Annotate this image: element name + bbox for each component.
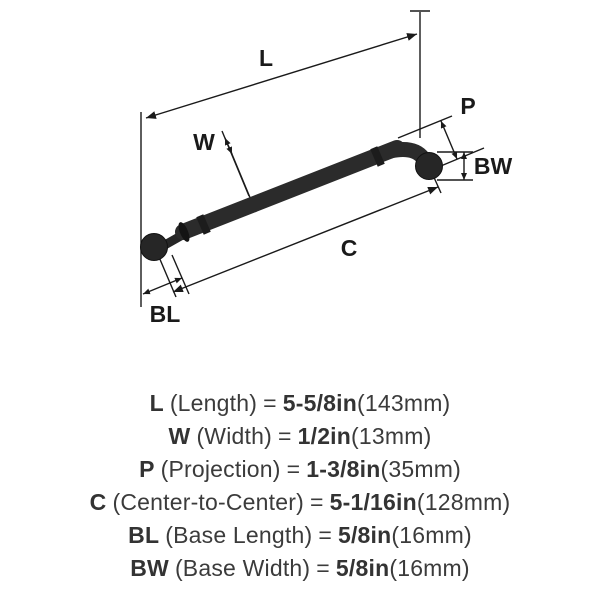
spec-row-length: L (Length) = 5-5/8in(143mm) — [0, 390, 600, 417]
spec-value: 5/8in — [335, 555, 390, 581]
dim-label-center: C — [341, 235, 358, 261]
dim-label-projection: P — [460, 93, 475, 119]
spec-row-center-to-center: C (Center-to-Center) = 5-1/16in(128mm) — [0, 489, 600, 516]
spec-equals: = — [263, 390, 277, 416]
spec-abbr: P — [139, 456, 155, 482]
spec-row-base-width: BW (Base Width) = 5/8in(16mm) — [0, 555, 600, 582]
spec-abbr: BW — [130, 555, 169, 581]
spec-name: (Width) — [196, 423, 272, 449]
spec-name: (Center-to-Center) — [112, 489, 304, 515]
spec-row-base-length: BL (Base Length) = 5/8in(16mm) — [0, 522, 600, 549]
spec-value: 1-3/8in — [306, 456, 381, 482]
spec-metric: (16mm) — [389, 555, 470, 581]
spec-equals: = — [316, 555, 330, 581]
spec-abbr: BL — [128, 522, 160, 548]
spec-equals: = — [286, 456, 301, 482]
spec-equals: = — [318, 522, 332, 548]
spec-name: (Base Width) — [174, 555, 311, 581]
pull-left-base — [140, 233, 168, 261]
spec-equals: = — [277, 423, 292, 449]
spec-row-projection: P (Projection) = 1-3/8in(35mm) — [0, 456, 600, 483]
spec-metric: (143mm) — [357, 390, 451, 416]
pull-collar-right — [370, 146, 385, 167]
spec-value: 5/8in — [337, 522, 392, 548]
width-dimension-arrow — [224, 137, 233, 155]
spec-name: (Base Length) — [165, 522, 313, 548]
base-length-extension-line — [171, 254, 190, 295]
projection-dimension-arrow — [440, 120, 458, 160]
spec-name: (Projection) — [160, 456, 281, 482]
pull-collar-left — [196, 214, 211, 235]
spec-equals: = — [309, 489, 324, 515]
pull-right-base — [415, 152, 443, 180]
dim-label-length: L — [259, 45, 273, 71]
dimension-labels: L W P BW C BL — [150, 45, 513, 327]
projection-extension-line-2 — [435, 147, 485, 169]
dimension-arrows — [142, 33, 467, 295]
spec-abbr: W — [168, 423, 191, 449]
dimension-spec-list: L (Length) = 5-5/8in(143mm) W (Width) = … — [0, 390, 600, 582]
dimension-diagram: L W P BW C BL — [140, 10, 513, 327]
spec-row-width: W (Width) = 1/2in(13mm) — [0, 423, 600, 450]
dim-label-base-width: BW — [474, 153, 513, 179]
spec-value: 5-5/8in — [282, 390, 357, 416]
spec-abbr: L — [149, 390, 164, 416]
center-dimension-arrow — [172, 186, 439, 293]
center-extension-line-left — [158, 256, 177, 298]
spec-metric: (128mm) — [416, 489, 511, 515]
dim-label-base-length: BL — [150, 301, 181, 327]
spec-value: 5-1/16in — [329, 489, 417, 515]
base-length-dimension-arrow — [142, 277, 183, 295]
pull-bar — [175, 140, 405, 240]
spec-metric: (35mm) — [380, 456, 461, 482]
spec-abbr: C — [89, 489, 107, 515]
spec-metric: (13mm) — [351, 423, 432, 449]
spec-metric: (16mm) — [391, 522, 472, 548]
pull-bar-end-cap — [178, 222, 190, 242]
spec-value: 1/2in — [297, 423, 352, 449]
spec-name: (Length) — [169, 390, 258, 416]
length-dimension-arrow — [145, 33, 418, 119]
projection-extension-line-1 — [397, 115, 453, 139]
cabinet-pull-illustration — [140, 140, 443, 261]
dim-label-width: W — [193, 129, 215, 155]
